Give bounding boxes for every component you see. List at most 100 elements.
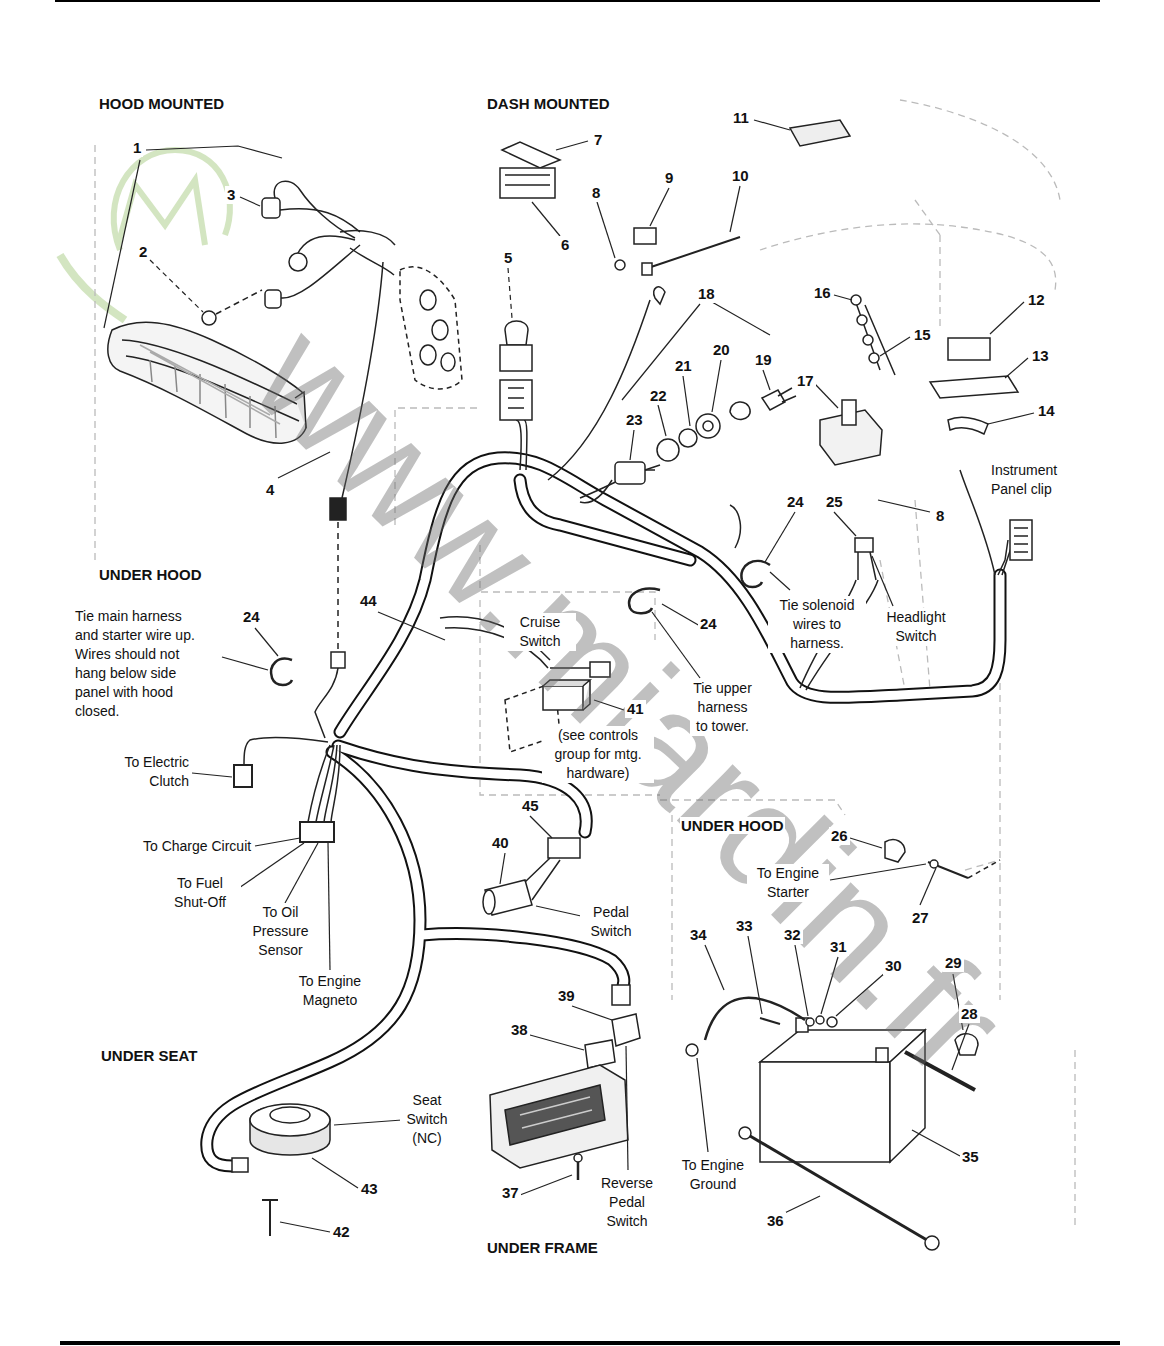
- note-text: Tie upper harness to tower.: [690, 679, 755, 736]
- harness-wires: [524, 420, 527, 470]
- note-text: To Engine Starter: [747, 864, 829, 902]
- leader-line: [150, 260, 203, 312]
- dash-parts: [948, 338, 990, 360]
- dash-parts: [615, 260, 625, 270]
- note-text: Seat Switch (NC): [400, 1091, 454, 1148]
- note-text: Tie main harness and starter wire up. Wi…: [74, 607, 206, 721]
- leader-line: [240, 197, 260, 206]
- callout-number: 8: [590, 184, 602, 202]
- dash-parts: [842, 400, 856, 425]
- wire-harness: [207, 458, 1000, 1166]
- callout-number: 16: [812, 284, 833, 302]
- note-text: (see controls group for mtg. hardware): [542, 726, 654, 783]
- wire-harness: [207, 458, 1000, 1166]
- section-heading: UNDER FRAME: [486, 1239, 599, 1256]
- ignition-switch: [645, 465, 660, 470]
- leader-line: [508, 268, 512, 318]
- leader-line: [912, 1130, 960, 1156]
- leader-line: [285, 843, 318, 903]
- ignition-switch: [657, 439, 679, 461]
- bulb-socket: [281, 245, 360, 298]
- wire-harness: [422, 934, 624, 992]
- leader-line: [872, 556, 893, 606]
- callout-number: 45: [520, 797, 541, 815]
- callout-number: 22: [648, 387, 669, 405]
- leader-line: [988, 413, 1034, 424]
- region-divider: [880, 500, 930, 690]
- callout-number: 5: [502, 249, 514, 267]
- seat-switch: [250, 1104, 330, 1136]
- dash-parts: [500, 168, 555, 198]
- leader-line: [658, 405, 666, 436]
- page-rule: [55, 0, 1100, 2]
- callout-number: 26: [829, 827, 850, 845]
- dash-parts: [930, 376, 1018, 398]
- note-text: To Electric Clutch: [108, 753, 190, 791]
- dash-parts: [500, 380, 532, 420]
- leader-line: [280, 1222, 330, 1232]
- leader-line: [1005, 358, 1028, 378]
- callout-number: 41: [625, 700, 646, 718]
- reverse-switch-mount: [490, 1014, 640, 1180]
- battery: [806, 1018, 814, 1026]
- dash-parts: [502, 142, 560, 168]
- note-text: Headlight Switch: [875, 608, 957, 646]
- seat-switch: [232, 1104, 330, 1236]
- leader-line: [770, 572, 790, 590]
- leader-line: [572, 1006, 612, 1020]
- bulb-socket: [262, 198, 280, 218]
- leader-line: [763, 370, 770, 390]
- battery: [760, 1018, 780, 1024]
- section-heading: DASH MOUNTED: [486, 95, 611, 112]
- leader-line: [104, 120, 1034, 1232]
- ignition-switch: [778, 388, 796, 402]
- leader-line: [754, 120, 790, 130]
- dash-parts: [790, 120, 850, 146]
- leader-line: [222, 657, 268, 670]
- battery: [816, 1016, 824, 1024]
- leader-line: [730, 186, 740, 232]
- headlight-wiring: [331, 652, 345, 668]
- callout-number: 13: [1030, 347, 1051, 365]
- note-text: To Engine Ground: [672, 1156, 754, 1194]
- pedal-switch: [525, 858, 560, 900]
- battery: [930, 860, 938, 868]
- dash-parts: [500, 345, 532, 371]
- note-text: Pedal Switch: [580, 903, 642, 941]
- dash-parts: [508, 388, 524, 408]
- dash-parts: [648, 237, 740, 268]
- leader-line: [104, 160, 140, 328]
- callout-number: 31: [828, 938, 849, 956]
- callout-number: 10: [730, 167, 751, 185]
- note-text: Cruise Switch: [504, 613, 576, 651]
- reverse-switch-mount: [574, 1154, 582, 1162]
- leader-line: [255, 628, 278, 656]
- callout-number: 4: [264, 481, 276, 499]
- callout-number: 28: [959, 1005, 980, 1023]
- dash-parts: [642, 263, 652, 275]
- callout-number: 38: [509, 1021, 530, 1039]
- headlight-wiring: [340, 231, 395, 245]
- battery: [925, 1236, 939, 1250]
- dash-parts: [855, 300, 895, 375]
- callout-number: 29: [943, 954, 964, 972]
- callout-number: 36: [765, 1212, 786, 1230]
- callout-number: 11: [731, 109, 751, 127]
- reverse-switch-mount: [520, 1097, 592, 1128]
- reverse-switch-mount: [490, 1065, 628, 1168]
- wire-harness: [207, 458, 1000, 1166]
- harness-wires: [234, 765, 252, 787]
- dash-parts: [851, 295, 861, 305]
- callout-number: 25: [824, 493, 845, 511]
- callout-number: 35: [960, 1148, 981, 1166]
- leader-line: [532, 202, 560, 236]
- region-divider: [760, 224, 1056, 290]
- seat-switch: [250, 1105, 330, 1155]
- region-divider: [900, 100, 1060, 200]
- bulb-socket: [265, 290, 281, 308]
- dash-parts: [863, 335, 873, 345]
- leader-line: [146, 146, 282, 158]
- dash-parts: [857, 315, 867, 325]
- harness-clip: [741, 561, 770, 587]
- note-text: To Engine Magneto: [289, 972, 371, 1010]
